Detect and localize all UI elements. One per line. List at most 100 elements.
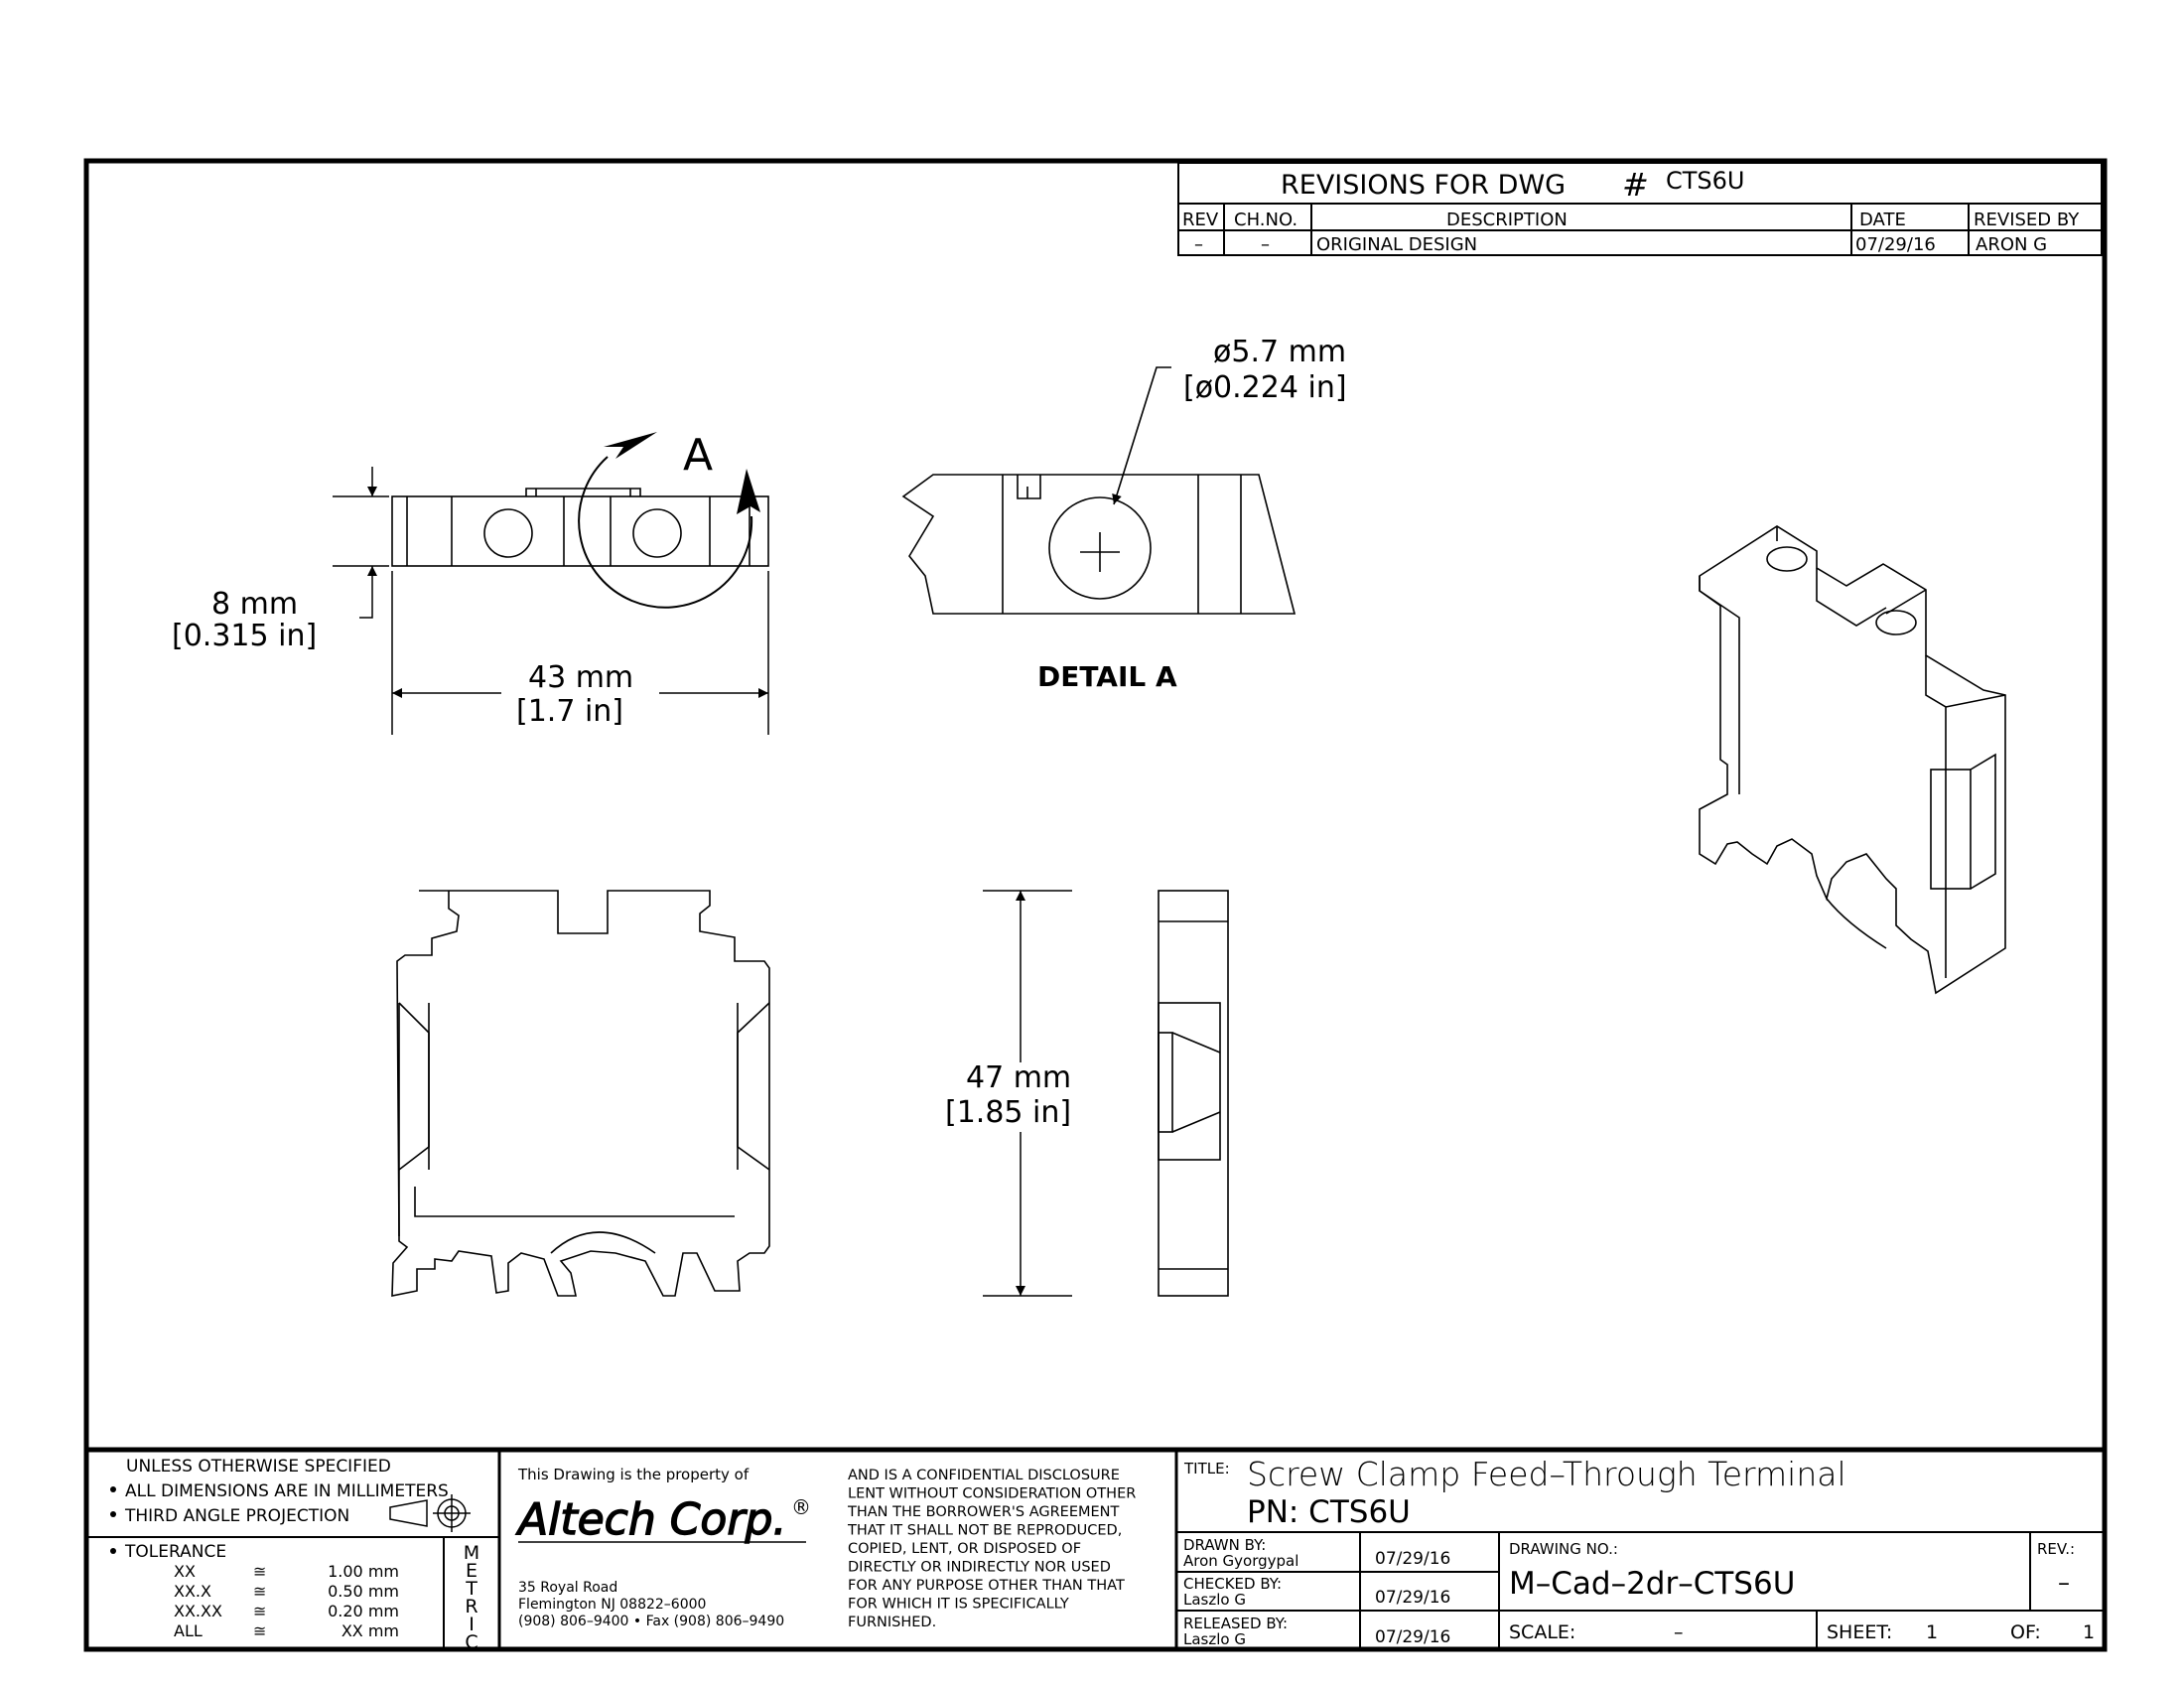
metric-letter: T <box>465 1578 478 1600</box>
tolerance-value: 0.50 mm <box>328 1582 399 1601</box>
metric-letter: C <box>465 1631 478 1653</box>
address-line-1: 35 Royal Road <box>518 1580 617 1596</box>
approx-symbol: ≅ <box>253 1602 266 1620</box>
third-angle-projection-icon <box>389 1494 471 1532</box>
metric-letter: E <box>466 1560 478 1582</box>
disclosure-line: AND IS A CONFIDENTIAL DISCLOSURE <box>848 1468 1120 1483</box>
disclosure-line: COPIED, LENT, OR DISPOSED OF <box>848 1541 1081 1557</box>
hole-diameter-mm-label: ø5.7 mm <box>1213 335 1346 369</box>
released-date: 07/29/16 <box>1375 1627 1450 1647</box>
drawn-by-name: Aron Gyorgypal <box>1183 1552 1298 1570</box>
metric-letter: R <box>465 1596 478 1618</box>
revised-by-value: ARON G <box>1976 234 2047 255</box>
metric-letter: I <box>469 1614 475 1635</box>
front-view <box>391 890 770 1297</box>
width-in-label: [1.7 in] <box>516 694 623 729</box>
drawing-number: M–Cad–2dr–CTS6U <box>1509 1566 1795 1602</box>
tolerance-value: 1.00 mm <box>328 1562 399 1581</box>
sheet-label: SHEET: <box>1827 1621 1892 1643</box>
disclosure-line: FURNISHED. <box>848 1615 936 1630</box>
detail-a-label: DETAIL A <box>1037 660 1177 693</box>
thickness-in-label: [0.315 in] <box>172 619 317 653</box>
side-view <box>1158 890 1229 1297</box>
height-dimension <box>983 890 1072 1297</box>
date-value: 07/29/16 <box>1855 234 1936 255</box>
disclosure-line: FOR ANY PURPOSE OTHER THAN THAT <box>848 1578 1125 1594</box>
isometric-view <box>1699 525 2006 995</box>
disclosure-line: THAT IT SHALL NOT BE REPRODUCED, <box>847 1523 1122 1539</box>
altech-logo: Altech Corp. <box>515 1494 786 1545</box>
spec-line-3: THIRD ANGLE PROJECTION <box>124 1506 349 1526</box>
tolerance-format: XX.XX <box>174 1602 222 1620</box>
width-mm-label: 43 mm <box>528 660 633 695</box>
rev-value: – <box>1194 234 1203 255</box>
bullet-icon <box>110 1511 116 1517</box>
title-label: TITLE: <box>1183 1460 1230 1477</box>
title-block-grid <box>86 1450 2105 1649</box>
drawn-by-label: DRAWN BY: <box>1183 1536 1266 1554</box>
rev-header: REV <box>1182 210 1219 230</box>
section-letter: A <box>683 430 713 481</box>
checked-by-name: Laszlo G <box>1183 1591 1246 1609</box>
bullet-icon <box>110 1548 116 1554</box>
spec-line-1: UNLESS OTHERWISE SPECIFIED <box>126 1457 391 1477</box>
detail-a-arrow <box>604 432 657 459</box>
revised-by-header: REVISED BY <box>1974 210 2080 230</box>
drawing-border <box>83 158 2108 1652</box>
height-in-label: [1.85 in] <box>945 1095 1071 1130</box>
approx-symbol: ≅ <box>253 1582 266 1601</box>
of-value: 1 <box>2083 1621 2095 1643</box>
spec-line-2: ALL DIMENSIONS ARE IN MILLIMETERS <box>125 1481 449 1501</box>
scale-value: – <box>1674 1621 1684 1643</box>
detail-a-callout-circle <box>578 456 753 609</box>
metric-letter: M <box>464 1542 479 1564</box>
disclosure-line: LENT WITHOUT CONSIDERATION OTHER <box>848 1486 1136 1502</box>
width-dimension <box>391 571 769 735</box>
tolerance-format: XX.X <box>174 1582 211 1601</box>
checked-date: 07/29/16 <box>1375 1588 1450 1608</box>
tolerance-format: ALL <box>174 1621 203 1640</box>
revisions-table <box>1177 162 2103 256</box>
address-line-2: Flemington NJ 08822–6000 <box>518 1597 706 1613</box>
revisions-title: REVISIONS FOR DWG <box>1281 170 1566 201</box>
drawing-number-label: DRAWING NO.: <box>1509 1540 1618 1558</box>
height-mm-label: 47 mm <box>966 1060 1071 1095</box>
hole-diameter-in-label: [ø0.224 in] <box>1183 370 1347 405</box>
rev-value: – <box>2058 1569 2070 1597</box>
disclosure-line: DIRECTLY OR INDIRECTLY NOR USED <box>848 1560 1111 1576</box>
of-label: OF: <box>2010 1621 2041 1643</box>
tolerance-value: 0.20 mm <box>328 1602 399 1620</box>
chno-header: CH.NO. <box>1234 210 1297 230</box>
released-by-name: Laszlo G <box>1183 1630 1246 1648</box>
disclosure-line: FOR WHICH IT IS SPECIFICALLY <box>848 1597 1069 1613</box>
description-header: DESCRIPTION <box>1446 210 1568 230</box>
sheet-value: 1 <box>1926 1621 1938 1643</box>
description-value: ORIGINAL DESIGN <box>1316 234 1477 255</box>
scale-label: SCALE: <box>1509 1621 1575 1643</box>
chno-value: – <box>1261 234 1270 255</box>
revisions-dwg-number: CTS6U <box>1666 167 1745 195</box>
bullet-icon <box>110 1486 116 1492</box>
approx-symbol: ≅ <box>253 1562 266 1581</box>
approx-symbol: ≅ <box>253 1621 266 1640</box>
part-title: Screw Clamp Feed–Through Terminal <box>1247 1455 1846 1493</box>
thickness-dimension <box>333 467 389 619</box>
released-by-label: RELEASED BY: <box>1183 1615 1288 1632</box>
date-header: DATE <box>1859 210 1906 230</box>
registered-mark: ® <box>791 1495 811 1519</box>
detail-a-view <box>901 366 1297 615</box>
top-view <box>391 488 769 567</box>
checked-by-label: CHECKED BY: <box>1183 1575 1282 1593</box>
disclosure-line: THAN THE BORROWER'S AGREEMENT <box>847 1504 1120 1520</box>
part-number: PN: CTS6U <box>1247 1494 1411 1530</box>
disclosure-text: AND IS A CONFIDENTIAL DISCLOSURE LENT WIT… <box>847 1468 1136 1630</box>
property-line: This Drawing is the property of <box>517 1466 750 1483</box>
drawn-date: 07/29/16 <box>1375 1549 1450 1569</box>
thickness-mm-label: 8 mm <box>211 587 298 622</box>
phone-line: (908) 806–9400 • Fax (908) 806–9490 <box>518 1614 784 1629</box>
revisions-hash: # <box>1622 166 1649 204</box>
tolerance-value: XX mm <box>341 1621 399 1640</box>
